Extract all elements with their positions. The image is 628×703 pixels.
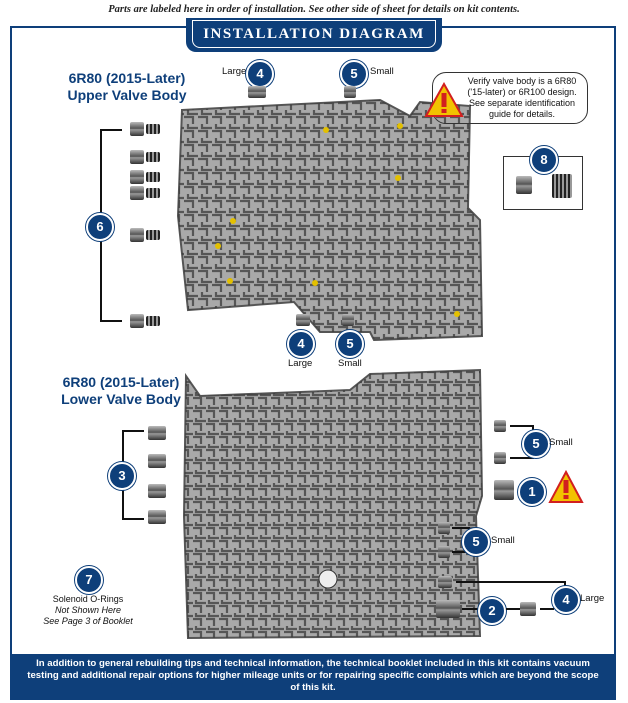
- solenoid-note-line3: See Page 3 of Booklet: [43, 616, 133, 626]
- spool-part-3: [148, 454, 166, 468]
- lower-right-small-label: Small: [549, 437, 573, 448]
- large-plug-part: [520, 602, 536, 616]
- spring-part: [146, 230, 160, 240]
- upper-title-line1: 6R80 (2015-Later): [68, 70, 186, 86]
- verify-warning-text: Verify valve body is a 6R80 ('15-later) …: [467, 76, 577, 119]
- frame-top-left: [10, 26, 186, 28]
- badge-3: 3: [108, 462, 136, 490]
- lower-mid-small-label: Small: [491, 535, 515, 546]
- small-plug-part: [342, 314, 354, 326]
- spring-part: [146, 124, 160, 134]
- bracket-6-tick: [100, 320, 122, 322]
- large-plug-part: [248, 86, 266, 98]
- booklet-info-bar: In addition to general rebuilding tips a…: [10, 654, 616, 700]
- lower-valve-body-title: 6R80 (2015-Later) Lower Valve Body: [46, 374, 196, 408]
- badge-1: 1: [518, 478, 546, 506]
- connector-line: [506, 608, 520, 610]
- badge-4-upper: 4: [246, 60, 274, 88]
- upper-small-label: Small: [370, 66, 394, 77]
- badge-5-lower-mid: 5: [462, 528, 490, 556]
- badge-7: 7: [75, 566, 103, 594]
- large-plug-part: [296, 314, 310, 326]
- connector-line: [510, 425, 534, 427]
- connector-line: [452, 551, 470, 553]
- badge-4-lower: 4: [552, 586, 580, 614]
- badge-5-upper: 5: [340, 60, 368, 88]
- small-plug-part: [438, 522, 450, 534]
- spring-part-8: [552, 174, 572, 198]
- badge-6: 6: [86, 213, 114, 241]
- spring-valve-part: [130, 170, 144, 184]
- spool-part-3: [148, 484, 166, 498]
- bracket-3-tick: [122, 430, 144, 432]
- lower-title-line1: 6R80 (2015-Later): [62, 374, 180, 390]
- spool-part-3: [148, 426, 166, 440]
- frame-top-right: [442, 26, 616, 28]
- spring-valve-part: [130, 314, 144, 328]
- upper-valve-body-title: 6R80 (2015-Later) Upper Valve Body: [52, 70, 202, 104]
- lower-valve-body-image: [182, 368, 484, 640]
- badge-8: 8: [530, 146, 558, 174]
- spring-part: [146, 172, 160, 182]
- lower-title-line2: Lower Valve Body: [61, 391, 181, 407]
- connector-line: [540, 608, 554, 610]
- warning-icon: [424, 82, 464, 117]
- spool-part-3: [148, 510, 166, 524]
- spring-part: [146, 316, 160, 326]
- spring-part: [146, 188, 160, 198]
- badge-4-upper-bottom: 4: [287, 330, 315, 358]
- spring-valve-part: [130, 228, 144, 242]
- solenoid-note-line1: Solenoid O-Rings: [52, 594, 124, 604]
- upper-bottom-large-label: Large: [288, 358, 313, 369]
- lower-large-label: Large: [580, 593, 605, 604]
- banner-title: INSTALLATION DIAGRAM: [192, 20, 436, 48]
- warning-icon: [548, 470, 584, 503]
- upper-large-label: Large: [222, 66, 247, 77]
- banner-bg: [186, 18, 442, 52]
- connector-line: [462, 608, 480, 610]
- part-1: [494, 480, 514, 500]
- upper-valve-body-image: [176, 98, 484, 342]
- small-plug-part: [344, 86, 356, 98]
- upper-bottom-small-label: Small: [338, 358, 362, 369]
- badge-5-lower-right: 5: [522, 430, 550, 458]
- small-plug-part: [438, 546, 450, 558]
- spring-valve-part: [130, 150, 144, 164]
- verify-warning-box: [432, 72, 588, 124]
- solenoid-note: Solenoid O-Rings Not Shown Here See Page…: [30, 594, 146, 627]
- spring-part: [146, 152, 160, 162]
- bracket-6-tick: [100, 129, 122, 131]
- spring-valve-part: [130, 122, 144, 136]
- small-plug-part: [494, 420, 506, 432]
- large-plug-part: [438, 576, 452, 588]
- badge-5-upper-bottom: 5: [336, 330, 364, 358]
- part-2: [436, 600, 460, 618]
- bracket-3-tick: [122, 518, 144, 520]
- small-plug-part: [494, 452, 506, 464]
- connector-line: [456, 581, 566, 583]
- spring-valve-part: [130, 186, 144, 200]
- upper-title-line2: Upper Valve Body: [67, 87, 187, 103]
- valve-part-8: [516, 176, 532, 194]
- top-note: Parts are labeled here in order of insta…: [108, 4, 520, 15]
- solenoid-note-line2: Not Shown Here: [54, 605, 122, 615]
- connector-line: [452, 527, 470, 529]
- badge-2: 2: [478, 597, 506, 625]
- connector-line: [510, 457, 534, 459]
